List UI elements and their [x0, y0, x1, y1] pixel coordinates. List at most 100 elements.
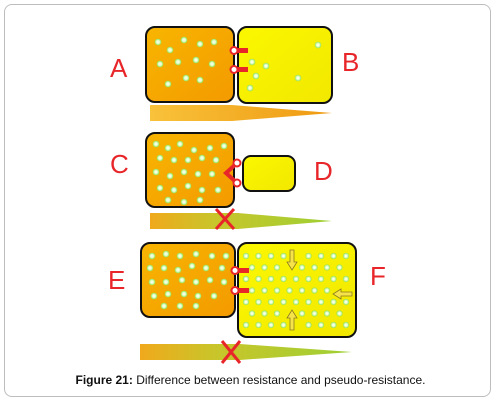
- particle-dot: [192, 56, 200, 64]
- dots-cell-f: [242, 252, 350, 329]
- particle-dot: [206, 144, 214, 152]
- particle-dot: [166, 172, 174, 180]
- particle-dot: [342, 298, 350, 306]
- particle-dot: [156, 184, 164, 192]
- particle-dot: [192, 302, 200, 310]
- particle-dot: [298, 287, 306, 294]
- label-f: F: [370, 261, 386, 291]
- label-c: C: [110, 149, 129, 179]
- particle-dot: [262, 62, 270, 70]
- dots-cell-b: [246, 41, 322, 92]
- particle-dot: [170, 156, 178, 164]
- particle-dot: [273, 264, 281, 271]
- label-b: B: [342, 47, 359, 77]
- particle-dot: [222, 252, 230, 260]
- pressure-arrow-down: [286, 249, 298, 271]
- particle-dot: [160, 302, 168, 310]
- particle-dot: [188, 262, 196, 270]
- particle-dot: [164, 196, 172, 204]
- particle-dot: [174, 266, 182, 274]
- particle-dot: [184, 182, 192, 190]
- pressure-arrow-left: [332, 288, 353, 300]
- particle-dot: [286, 287, 293, 294]
- particle-dot: [330, 298, 337, 306]
- particle-dot: [174, 58, 182, 66]
- particle-dot: [210, 38, 218, 46]
- particle-dot: [220, 142, 228, 150]
- connector-ab: [229, 46, 248, 74]
- particle-dot: [212, 156, 220, 164]
- particle-dot: [267, 252, 275, 260]
- arrow-cd: [150, 213, 332, 229]
- cell-e: [140, 242, 236, 318]
- pressure-arrows: [286, 249, 353, 331]
- particle-dot: [242, 252, 250, 260]
- particle-dot: [267, 321, 275, 329]
- arrow-ef: [140, 344, 352, 360]
- particle-dot: [152, 140, 160, 148]
- particle-dot: [330, 321, 337, 329]
- particle-dot: [305, 275, 312, 283]
- particle-dot: [280, 252, 287, 260]
- particle-dot: [280, 275, 287, 283]
- particle-dot: [292, 298, 300, 306]
- particle-dot: [208, 252, 216, 260]
- particle-dot: [255, 298, 262, 306]
- particle-dot: [218, 264, 226, 272]
- connector-ef: [230, 266, 249, 295]
- particle-dot: [170, 186, 178, 194]
- particle-dot: [294, 74, 302, 82]
- row-ef: E F: [108, 242, 386, 364]
- label-d: D: [314, 156, 333, 186]
- dots-cell-e: [146, 250, 230, 310]
- particle-dot: [192, 278, 200, 286]
- particle-dot: [206, 276, 214, 284]
- particle-dot: [196, 196, 204, 204]
- particle-dot: [248, 264, 256, 271]
- particle-dot: [196, 76, 204, 84]
- particle-dot: [342, 321, 350, 329]
- particle-dot: [330, 275, 337, 283]
- particle-dot: [280, 298, 287, 306]
- particle-dot: [342, 275, 350, 283]
- particle-dot: [148, 252, 156, 260]
- particle-dot: [342, 252, 350, 260]
- particle-dot: [164, 80, 172, 88]
- particle-dot: [305, 298, 312, 306]
- particle-dot: [292, 275, 300, 283]
- particle-dot: [176, 252, 184, 260]
- caption-text: Difference between resistance and pseudo…: [132, 373, 426, 387]
- particle-dot: [311, 264, 318, 271]
- particle-dot: [202, 264, 210, 272]
- particle-dot: [261, 264, 268, 271]
- particle-dot: [152, 168, 160, 176]
- particle-dot: [146, 264, 154, 272]
- particle-dot: [162, 250, 170, 258]
- particle-dot: [336, 264, 343, 271]
- particle-dot: [148, 278, 156, 286]
- particle-dot: [198, 154, 206, 162]
- dots-cell-a: [154, 36, 218, 88]
- particle-dot: [323, 287, 331, 294]
- arrow-ab: [150, 105, 332, 121]
- particle-dot: [176, 302, 184, 310]
- particle-dot: [180, 198, 188, 206]
- particle-dot: [323, 310, 331, 317]
- particle-dot: [248, 58, 256, 66]
- particle-dot: [154, 38, 162, 46]
- particle-dot: [255, 275, 262, 283]
- particle-dot: [267, 298, 275, 306]
- particle-dot: [311, 310, 318, 317]
- particle-dot: [242, 298, 250, 306]
- particle-dot: [194, 170, 202, 178]
- particle-dot: [180, 36, 188, 44]
- label-a: A: [110, 53, 128, 83]
- cell-b: [237, 26, 333, 104]
- particle-dot: [198, 186, 206, 194]
- particle-dot: [317, 275, 325, 283]
- dots-cell-c: [152, 140, 228, 206]
- particle-dot: [246, 84, 254, 92]
- particle-dot: [196, 40, 204, 48]
- particle-dot: [164, 144, 172, 152]
- cross-ef: [220, 340, 242, 364]
